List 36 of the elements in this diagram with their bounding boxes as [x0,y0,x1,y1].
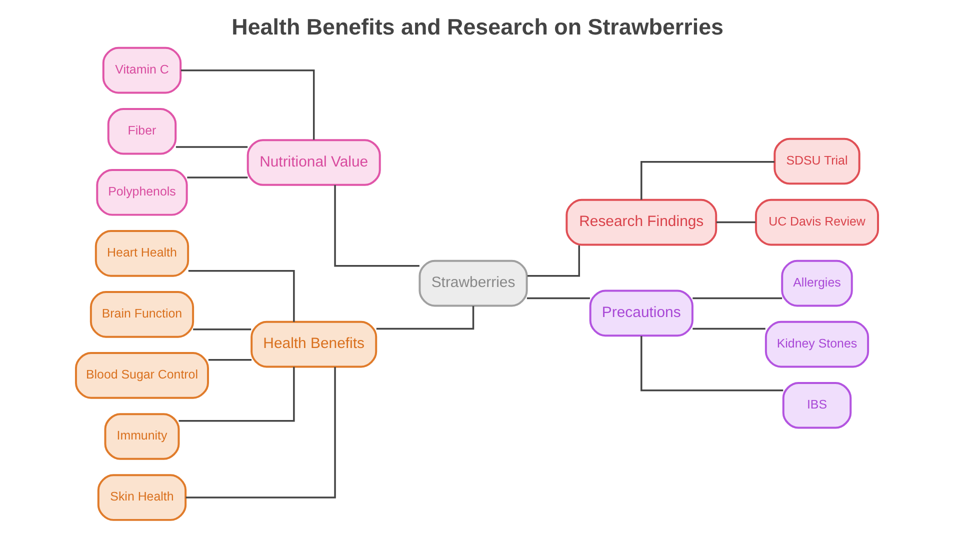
node-box: Allergies [781,260,853,307]
node-box: Skin Health [97,474,187,521]
connector [188,270,295,322]
diagram-title: Health Benefits and Research on Strawberries [232,14,724,40]
node-box: Fiber [107,108,177,155]
connector [193,328,252,330]
connector [526,297,590,300]
node-box: UC Davis Review [754,198,880,246]
connector [640,336,784,392]
connector [178,366,295,422]
node-box: Kidney Stones [764,320,870,368]
node-box: IBS [782,382,852,429]
connector [187,176,248,178]
node-box: Blood Sugar Control [74,352,209,399]
connector [176,146,248,148]
connector [180,69,315,140]
node-box: Vitamin C [102,46,182,94]
node-box: Nutritional Value [246,139,381,186]
connector [640,161,774,200]
node-box: Precautions [589,290,694,337]
connector [527,245,580,277]
node-box: Brain Function [90,291,194,338]
connector [208,359,252,361]
node-box: Health Benefits [250,320,378,368]
connector [334,184,420,267]
node-box: Research Findings [566,198,718,246]
node-box: SDSU Trial [774,138,860,185]
node-box: Immunity [104,413,180,460]
node-box: Heart Health [94,230,190,277]
connector [186,366,336,498]
connector [692,328,766,330]
node-box: Polyphenols [96,168,188,216]
node-box: Strawberries [418,260,528,307]
connector [692,297,782,300]
connector [716,221,756,224]
connector [376,306,474,330]
